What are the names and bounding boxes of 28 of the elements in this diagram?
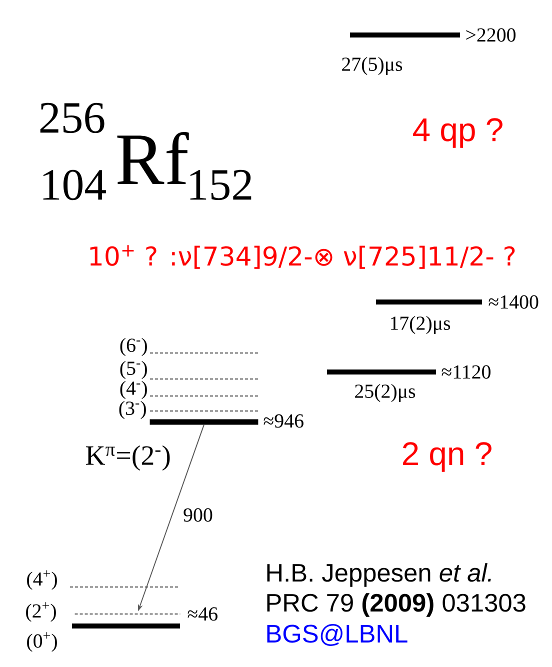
energy-label: >2200 bbox=[466, 28, 516, 42]
reference-text: PRC 79 (2009) 031303 bbox=[267, 593, 526, 617]
half-life-label: 17(2)μs bbox=[390, 316, 450, 334]
configuration-text: 10$^{+}$ ? :ν[734]9/2-⊗ ν[725]11/2- ? bbox=[90, 245, 515, 269]
annotation-text: 2 qn ? bbox=[402, 442, 492, 472]
spin-label: (0$^{+}$) bbox=[27, 632, 57, 652]
annotation-text: 4 qp ? bbox=[413, 118, 502, 148]
proton-number: 104 bbox=[43, 170, 106, 200]
element-symbol: Rf bbox=[117, 132, 189, 184]
band-label: K$^{π}$=(2$^{-}$) bbox=[86, 445, 170, 471]
energy-label: ≈1400 bbox=[488, 295, 538, 309]
reference-text: H.B. Jeppesen et al. bbox=[267, 563, 491, 587]
half-life-label: 27(5)μs bbox=[342, 56, 402, 76]
spin-label: (6$^{-}$) bbox=[120, 338, 147, 356]
edge-label: 900 bbox=[182, 507, 214, 523]
spin-label: (5$^{-}$) bbox=[120, 360, 147, 380]
energy-label: ≈946 bbox=[264, 414, 304, 428]
half-life-label: 25(2)μs bbox=[355, 384, 416, 402]
spin-label: (3$^{-}$) bbox=[119, 400, 146, 420]
neutron-number: 152 bbox=[190, 170, 252, 200]
energy-label: ≈1120 bbox=[442, 365, 490, 379]
spin-label: (4$^{+}$) bbox=[27, 570, 57, 590]
spin-label: (4$^{-}$) bbox=[120, 380, 147, 400]
mass-number: 256 bbox=[40, 102, 104, 134]
spin-label: (2$^{+}$) bbox=[26, 602, 56, 622]
reference-text: BGS@LBNL bbox=[267, 624, 408, 646]
energy-label: ≈46 bbox=[188, 607, 218, 621]
level-bar bbox=[150, 419, 258, 425]
